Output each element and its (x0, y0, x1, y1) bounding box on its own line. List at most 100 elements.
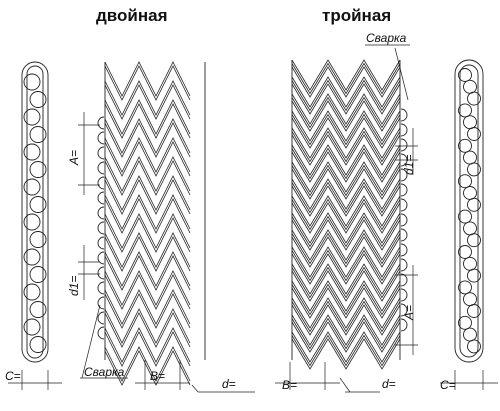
edge-wire-circle (23, 318, 41, 336)
mesh-wire (104, 331, 191, 367)
mesh-wire (291, 147, 401, 180)
mesh-wire (291, 198, 401, 231)
mesh-wire (291, 280, 401, 312)
mesh-wire (104, 255, 191, 291)
mesh-end-loop (97, 266, 105, 280)
mesh-wire (104, 122, 191, 158)
mesh-end-loop (400, 258, 408, 272)
mesh-wire (291, 62, 401, 95)
mesh-wire (104, 84, 191, 120)
mesh-wire (291, 96, 401, 129)
mesh-wire (104, 194, 191, 230)
edge-wire-circle (458, 138, 472, 153)
edge-wire-circle (458, 174, 472, 189)
mesh-wire (104, 312, 191, 348)
mesh-end-loop (97, 206, 105, 220)
mesh-wire (104, 232, 191, 268)
mesh-end-loop (400, 228, 408, 242)
mesh-wire (104, 118, 191, 154)
mesh-wire (291, 283, 401, 316)
mesh-end-loop (97, 236, 105, 250)
edge-wire-circle (23, 248, 41, 266)
label-b-right: B= (282, 378, 297, 392)
mesh-wire (104, 293, 191, 329)
mesh-end-loop (97, 251, 105, 265)
mesh-wire (291, 66, 401, 98)
edge-wire-circle (29, 196, 47, 213)
label-d-left: d= (222, 377, 236, 391)
triple-edge-wire-circles (458, 68, 481, 354)
title-triple-weave: тройная (322, 6, 392, 25)
edge-wire-circle (467, 304, 481, 318)
mesh-wire (291, 338, 401, 370)
edge-wire-circle (463, 221, 477, 236)
mesh-wire (291, 185, 401, 217)
mesh-wire (291, 100, 401, 132)
edge-wire-circle (467, 233, 481, 248)
edge-wire-circle (29, 301, 47, 318)
mesh-wire (291, 83, 401, 115)
double-edge-view (21, 61, 49, 363)
mesh-wire (291, 297, 401, 329)
mesh-wire (104, 213, 191, 249)
edge-wire-circle (458, 103, 472, 118)
edge-wire-circle (29, 91, 47, 108)
edge-wire-circle (29, 266, 47, 283)
mesh-wire (104, 175, 191, 211)
mesh-wire (291, 287, 401, 319)
mesh-wire (104, 327, 191, 363)
edge-wire-circle (458, 315, 472, 330)
mesh-wire (291, 161, 401, 193)
mesh-wire (291, 263, 401, 295)
edge-wire-circle (467, 91, 481, 106)
mesh-wire (291, 300, 401, 333)
mesh-wire (104, 198, 191, 234)
mesh-end-loop (400, 243, 408, 257)
edge-wire-circle (23, 283, 41, 301)
mesh-wire (291, 246, 401, 278)
mesh-end-loop (97, 296, 105, 310)
mesh-wire (291, 317, 401, 350)
mesh-wire (291, 232, 401, 265)
mesh-end-loop (400, 198, 408, 212)
mesh-wire (104, 179, 191, 215)
edge-wire-circle (463, 79, 477, 94)
label-d-right: d= (382, 377, 396, 391)
mesh-wire (104, 270, 191, 306)
mesh-wire (291, 229, 401, 261)
mesh-end-loop (97, 326, 105, 340)
double-edge-wire-circles (23, 73, 47, 353)
triple-edge-view (454, 59, 484, 363)
edge-wire-circle (467, 197, 481, 212)
mesh-end-loop (400, 138, 408, 152)
edge-wire-circle (29, 161, 47, 178)
mesh-wire (104, 308, 191, 344)
mesh-wire (291, 249, 401, 282)
label-weld-right: Сварка (366, 31, 407, 45)
mesh-end-loop (97, 281, 105, 295)
edge-wire-circle (467, 127, 481, 141)
mesh-wire (291, 117, 401, 149)
mesh-wire (291, 215, 401, 248)
mesh-wire (291, 314, 401, 346)
edge-wire-circle (23, 143, 41, 161)
mesh-wire (291, 331, 401, 363)
mesh-wire (291, 253, 401, 285)
mesh-end-loop (400, 108, 408, 122)
edge-wire-circle (458, 68, 472, 82)
mesh-wire (104, 251, 191, 287)
edge-wire-circle (463, 186, 477, 200)
mesh-end-loop (97, 146, 105, 160)
mesh-wire (291, 219, 401, 251)
edge-wire-circle (458, 245, 472, 259)
mesh-wire (291, 127, 401, 159)
mesh-wire (291, 212, 401, 244)
mesh-wire (291, 113, 401, 146)
mesh-wire (104, 156, 191, 192)
mesh-wire (104, 236, 191, 272)
mesh-wire (291, 164, 401, 197)
mesh-end-loop (400, 123, 408, 137)
mesh-wire (104, 61, 191, 97)
mesh-wire (291, 79, 401, 112)
mesh-end-loop (400, 273, 408, 287)
